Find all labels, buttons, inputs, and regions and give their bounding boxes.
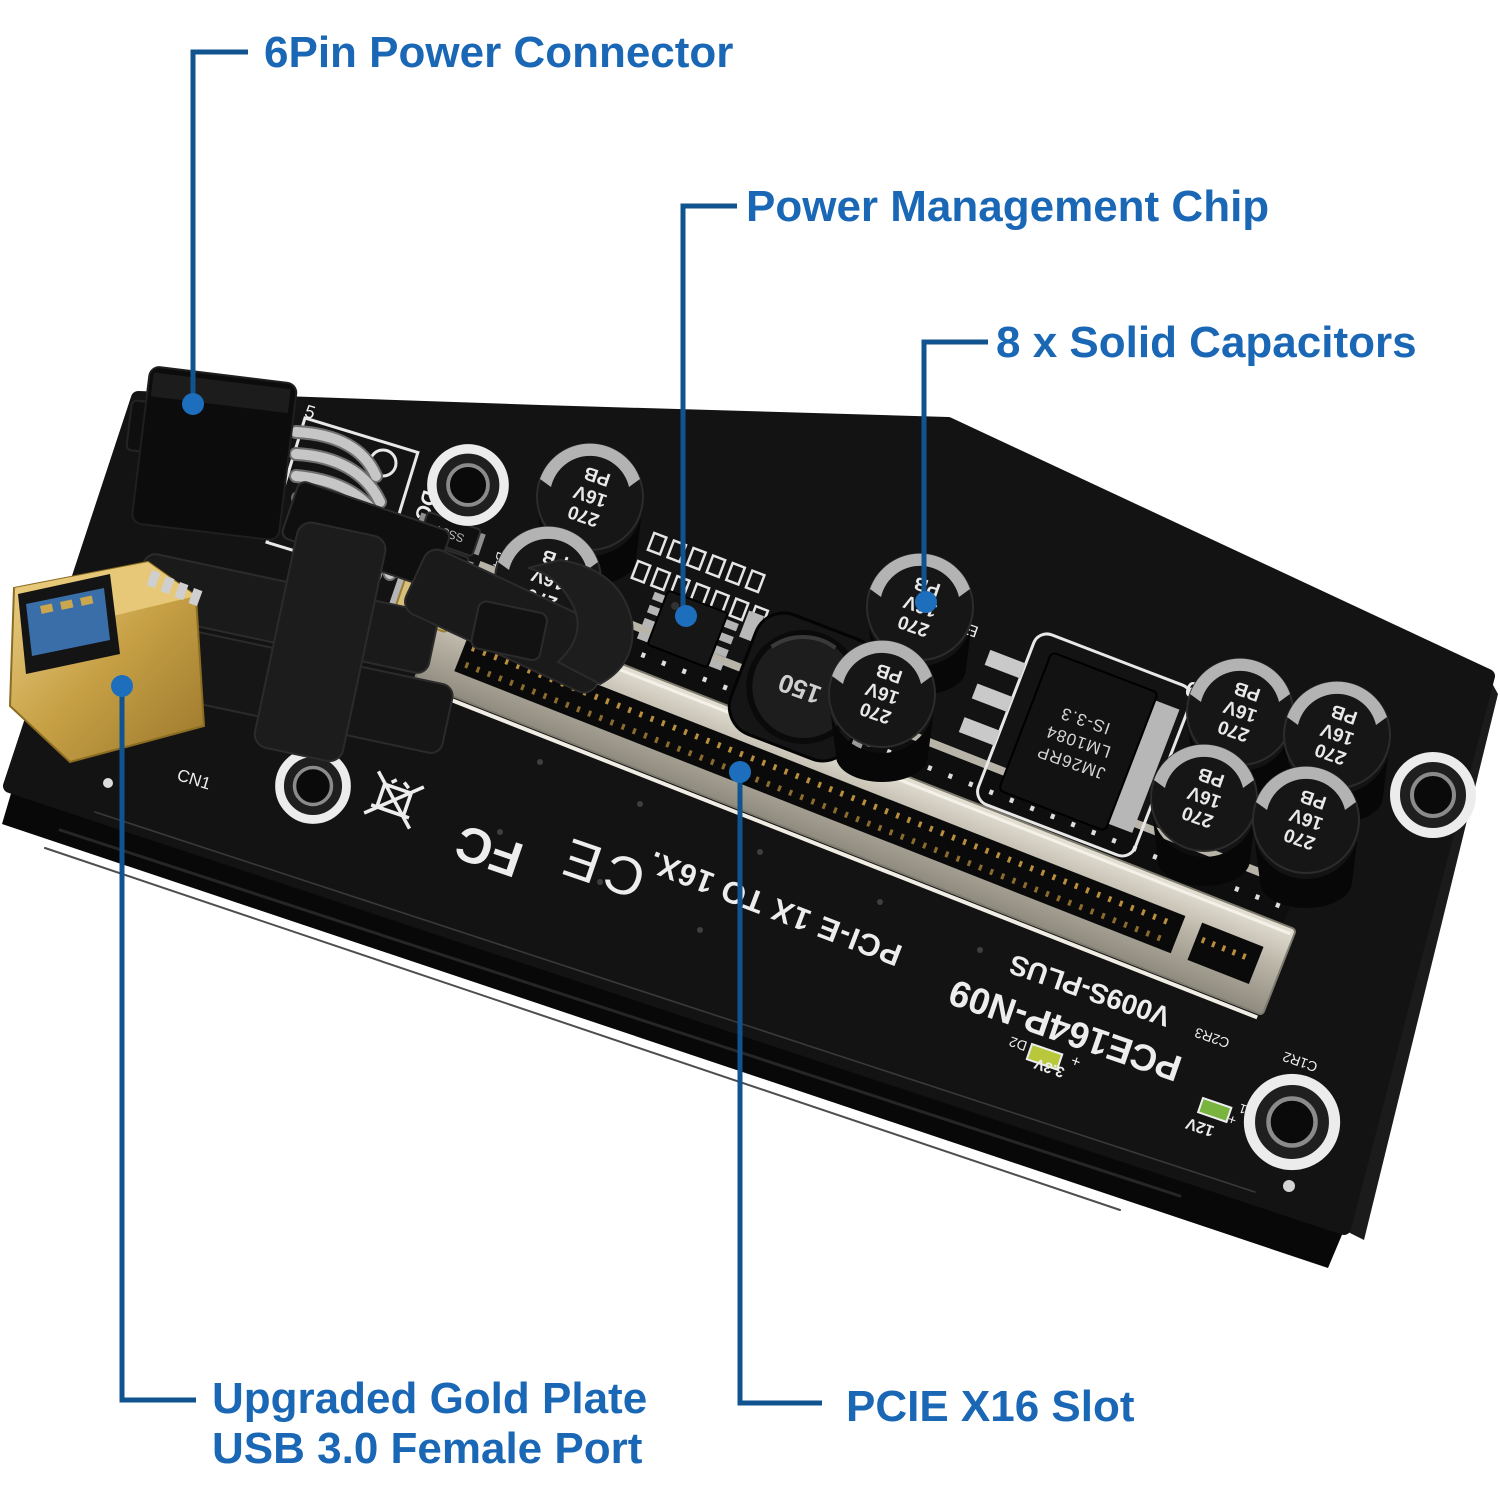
slot-bottom-highlight bbox=[415, 684, 1258, 1020]
callout-line-caps bbox=[921, 339, 988, 596]
weee-icon bbox=[363, 770, 425, 830]
slot-opening-short bbox=[1187, 922, 1264, 985]
callout-label-pmc: Power Management Chip bbox=[746, 182, 1270, 231]
regulator-body bbox=[999, 652, 1158, 831]
callout-line-pmc bbox=[680, 203, 737, 610]
led-d1-body bbox=[1196, 1096, 1233, 1124]
callout-dot-usb bbox=[111, 675, 133, 697]
six-pin-power-connector bbox=[125, 366, 298, 541]
mounting-hole-4 bbox=[1249, 1079, 1334, 1164]
slot-gold-contacts bbox=[1200, 936, 1254, 963]
capacitor-7 bbox=[1150, 743, 1258, 887]
callout-dot-pcie bbox=[729, 761, 751, 783]
mounting-hole-3 bbox=[1395, 757, 1471, 833]
usb-port-pins bbox=[146, 570, 203, 607]
connector-top-bevel bbox=[150, 372, 291, 414]
led-d2-body bbox=[1025, 1042, 1064, 1071]
voltage-regulator: JM26RP LM1084 IS-3.3 bbox=[958, 632, 1193, 858]
callout-dot-six-pin bbox=[182, 393, 204, 415]
callout-label-six-pin: 6Pin Power Connector bbox=[264, 28, 734, 77]
callout-label-pcie: PCIE X16 Slot bbox=[846, 1382, 1135, 1431]
callout-label-usb-line1: Upgraded Gold Plate bbox=[212, 1374, 648, 1423]
pcb-traces bbox=[44, 759, 1295, 1211]
mounting-hole-1 bbox=[432, 449, 504, 521]
callout-dot-pmc bbox=[675, 605, 697, 627]
chip-pin1-dot bbox=[671, 601, 680, 610]
led-d2-label: D2 bbox=[1007, 1033, 1029, 1054]
callout-label-usb-line2: USB 3.0 Female Port bbox=[212, 1424, 643, 1473]
cable-clip bbox=[118, 481, 634, 763]
mounting-hole-2 bbox=[280, 753, 347, 820]
callout-line-usb bbox=[119, 690, 196, 1403]
callout-label-usb: Upgraded Gold Plate USB 3.0 Female Port bbox=[212, 1374, 647, 1474]
callout-lines bbox=[119, 49, 988, 1406]
capacitor-8 bbox=[1252, 765, 1360, 909]
callout-line-pcie bbox=[737, 776, 822, 1406]
connector-body bbox=[131, 366, 298, 541]
chip-body bbox=[647, 590, 729, 668]
callout-dot-caps bbox=[915, 591, 937, 613]
callout-dots bbox=[111, 393, 937, 783]
capacitor-4 bbox=[828, 639, 936, 783]
callout-label-caps: 8 x Solid Capacitors bbox=[996, 318, 1417, 367]
callout-line-six-pin bbox=[190, 49, 248, 398]
regulator-tab bbox=[1106, 699, 1180, 833]
usb3-port bbox=[8, 560, 206, 764]
